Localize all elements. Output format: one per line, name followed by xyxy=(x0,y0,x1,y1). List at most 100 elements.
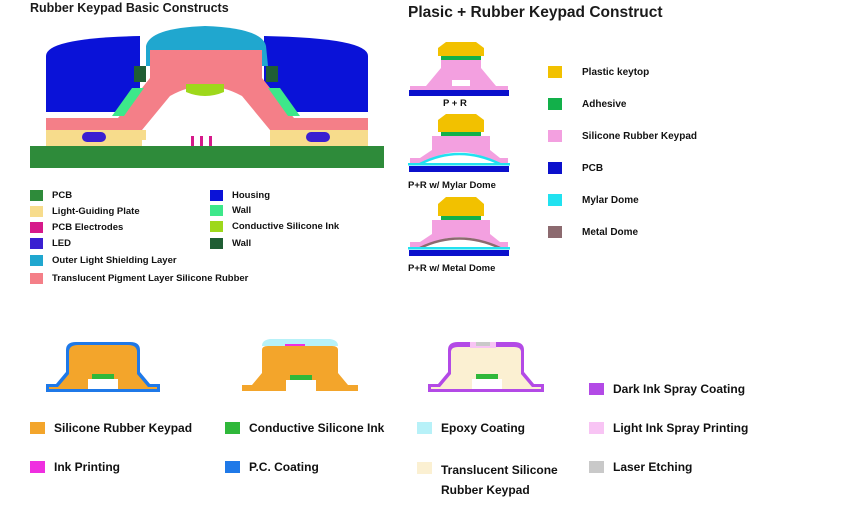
p-plus-r-diagram xyxy=(409,42,509,96)
led-right xyxy=(306,132,330,142)
legend-swatch xyxy=(30,273,43,284)
legend-swatch xyxy=(30,461,45,473)
dark-wall-left xyxy=(134,66,146,82)
coating-diagrams xyxy=(46,339,544,392)
caption-metal-dome: P+R w/ Metal Dome xyxy=(408,263,496,274)
legend-label: Metal Dome xyxy=(582,226,639,238)
legend-swatch xyxy=(210,190,223,201)
legend-swatch xyxy=(30,255,43,266)
legend-swatch xyxy=(548,162,562,174)
legend-label: Wall xyxy=(232,238,252,249)
legend-label: Plastic keytop xyxy=(582,66,650,78)
legend-swatch xyxy=(30,238,43,249)
legend-label: Translucent Pigment Layer Silicone Rubbe… xyxy=(52,273,249,284)
legend-label: Housing xyxy=(232,190,270,201)
legend-swatch xyxy=(30,190,43,201)
caption-mylar-dome: P+R w/ Mylar Dome xyxy=(408,180,496,191)
legend-swatch xyxy=(210,238,223,249)
legend-label: Epoxy Coating xyxy=(441,421,526,435)
legend-label: Light-Guiding Plate xyxy=(52,206,140,217)
legend-label: Translucent Silicone Rubber Keypad xyxy=(441,460,558,500)
legend-item: Outer Light Shielding Layer xyxy=(30,255,177,266)
legend-item: Metal Dome xyxy=(548,226,638,238)
legend-item: Silicone Rubber Keypad xyxy=(30,421,192,435)
legend-label: Ink Printing xyxy=(54,460,120,474)
metal-dome-diagram xyxy=(408,197,510,256)
legend-swatch xyxy=(417,422,432,434)
legend-label: Adhesive xyxy=(582,98,627,110)
conductive-ink-shape xyxy=(186,84,224,96)
pcb-electrode-2 xyxy=(200,136,203,146)
legend-label: PCB xyxy=(52,190,73,201)
legend-swatch xyxy=(417,462,432,474)
legend-label: Light Ink Spray Printing xyxy=(613,421,749,435)
legend-item: LED xyxy=(30,238,71,249)
legend-item: Wall xyxy=(210,205,251,216)
light-guide-mid xyxy=(142,140,270,146)
legend-label-line1: Translucent Silicone xyxy=(441,463,558,477)
basic-construct-diagram xyxy=(30,26,384,168)
legend-item: Ink Printing xyxy=(30,460,120,474)
housing-shape xyxy=(46,36,140,112)
dark-wall-right xyxy=(266,66,278,82)
legend-label: Mylar Dome xyxy=(582,194,639,206)
legend-swatch xyxy=(30,222,43,233)
legend-label: Silicone Rubber Keypad xyxy=(582,130,698,142)
legend-item: P.C. Coating xyxy=(225,460,319,474)
legend-item: Silicone Rubber Keypad xyxy=(548,130,697,142)
legend-item: Translucent Silicone Rubber Keypad xyxy=(417,460,558,500)
legend-swatch xyxy=(210,221,223,232)
legend-item: Laser Etching xyxy=(589,460,692,474)
basic-constructs-title: Rubber Keypad Basic Constructs xyxy=(30,1,229,15)
legend-label: Laser Etching xyxy=(613,460,693,474)
legend-item: PCB Electrodes xyxy=(30,222,123,233)
legend-label: Conductive Silicone Ink xyxy=(232,221,340,232)
legend-item: Conductive Silicone Ink xyxy=(225,421,384,435)
legend-label: P.C. Coating xyxy=(249,460,319,474)
caption-p-plus-r: P + R xyxy=(443,98,467,109)
legend-swatch xyxy=(589,383,604,395)
legend-item: Light Ink Spray Printing xyxy=(589,421,748,435)
mylar-dome-diagram xyxy=(408,114,510,172)
legend-item: Mylar Dome xyxy=(548,194,639,206)
legend-label: LED xyxy=(52,238,71,249)
legend-item: Housing xyxy=(210,190,270,201)
legend-swatch xyxy=(589,422,604,434)
pc-coating-key xyxy=(46,342,160,392)
legend-label: Dark Ink Spray Coating xyxy=(613,382,746,396)
legend-item: Light-Guiding Plate xyxy=(30,206,140,217)
plastic-rubber-diagrams xyxy=(408,42,510,256)
legend-label: Wall xyxy=(232,205,252,216)
legend-swatch xyxy=(30,422,45,434)
legend-label: PCB Electrodes xyxy=(52,222,124,233)
housing-shape-right xyxy=(264,36,368,112)
dark-ink-key xyxy=(428,342,544,392)
legend-swatch xyxy=(548,194,562,206)
legend-item: Epoxy Coating xyxy=(417,421,525,435)
legend-item: Translucent Pigment Layer Silicone Rubbe… xyxy=(30,273,248,284)
legend-swatch xyxy=(548,66,562,78)
legend-swatch xyxy=(548,98,562,110)
legend-label: Conductive Silicone Ink xyxy=(249,421,385,435)
legend-swatch xyxy=(210,205,223,216)
wall-left xyxy=(112,88,144,116)
legend-item: Dark Ink Spray Coating xyxy=(589,382,745,396)
legend-item: Adhesive xyxy=(548,98,626,110)
legend-label: Silicone Rubber Keypad xyxy=(54,421,193,435)
legend-swatch xyxy=(548,130,562,142)
legend-item: PCB xyxy=(548,162,603,174)
plastic-rubber-title: Plasic + Rubber Keypad Construct xyxy=(408,4,663,21)
pcb-electrode-1 xyxy=(191,136,194,146)
legend-label-line2: Rubber Keypad xyxy=(441,483,530,497)
led-left xyxy=(82,132,106,142)
wall-right xyxy=(268,88,300,116)
legend-item: Wall xyxy=(210,238,251,249)
pcb-board xyxy=(30,146,384,168)
legend-swatch xyxy=(30,206,43,217)
legend-swatch xyxy=(225,461,240,473)
legend-item: PCB xyxy=(30,190,72,201)
pcb-electrode-3 xyxy=(209,136,212,146)
legend-item: Conductive Silicone Ink xyxy=(210,221,339,232)
legend-label: Outer Light Shielding Layer xyxy=(52,255,177,266)
legend-swatch xyxy=(548,226,562,238)
